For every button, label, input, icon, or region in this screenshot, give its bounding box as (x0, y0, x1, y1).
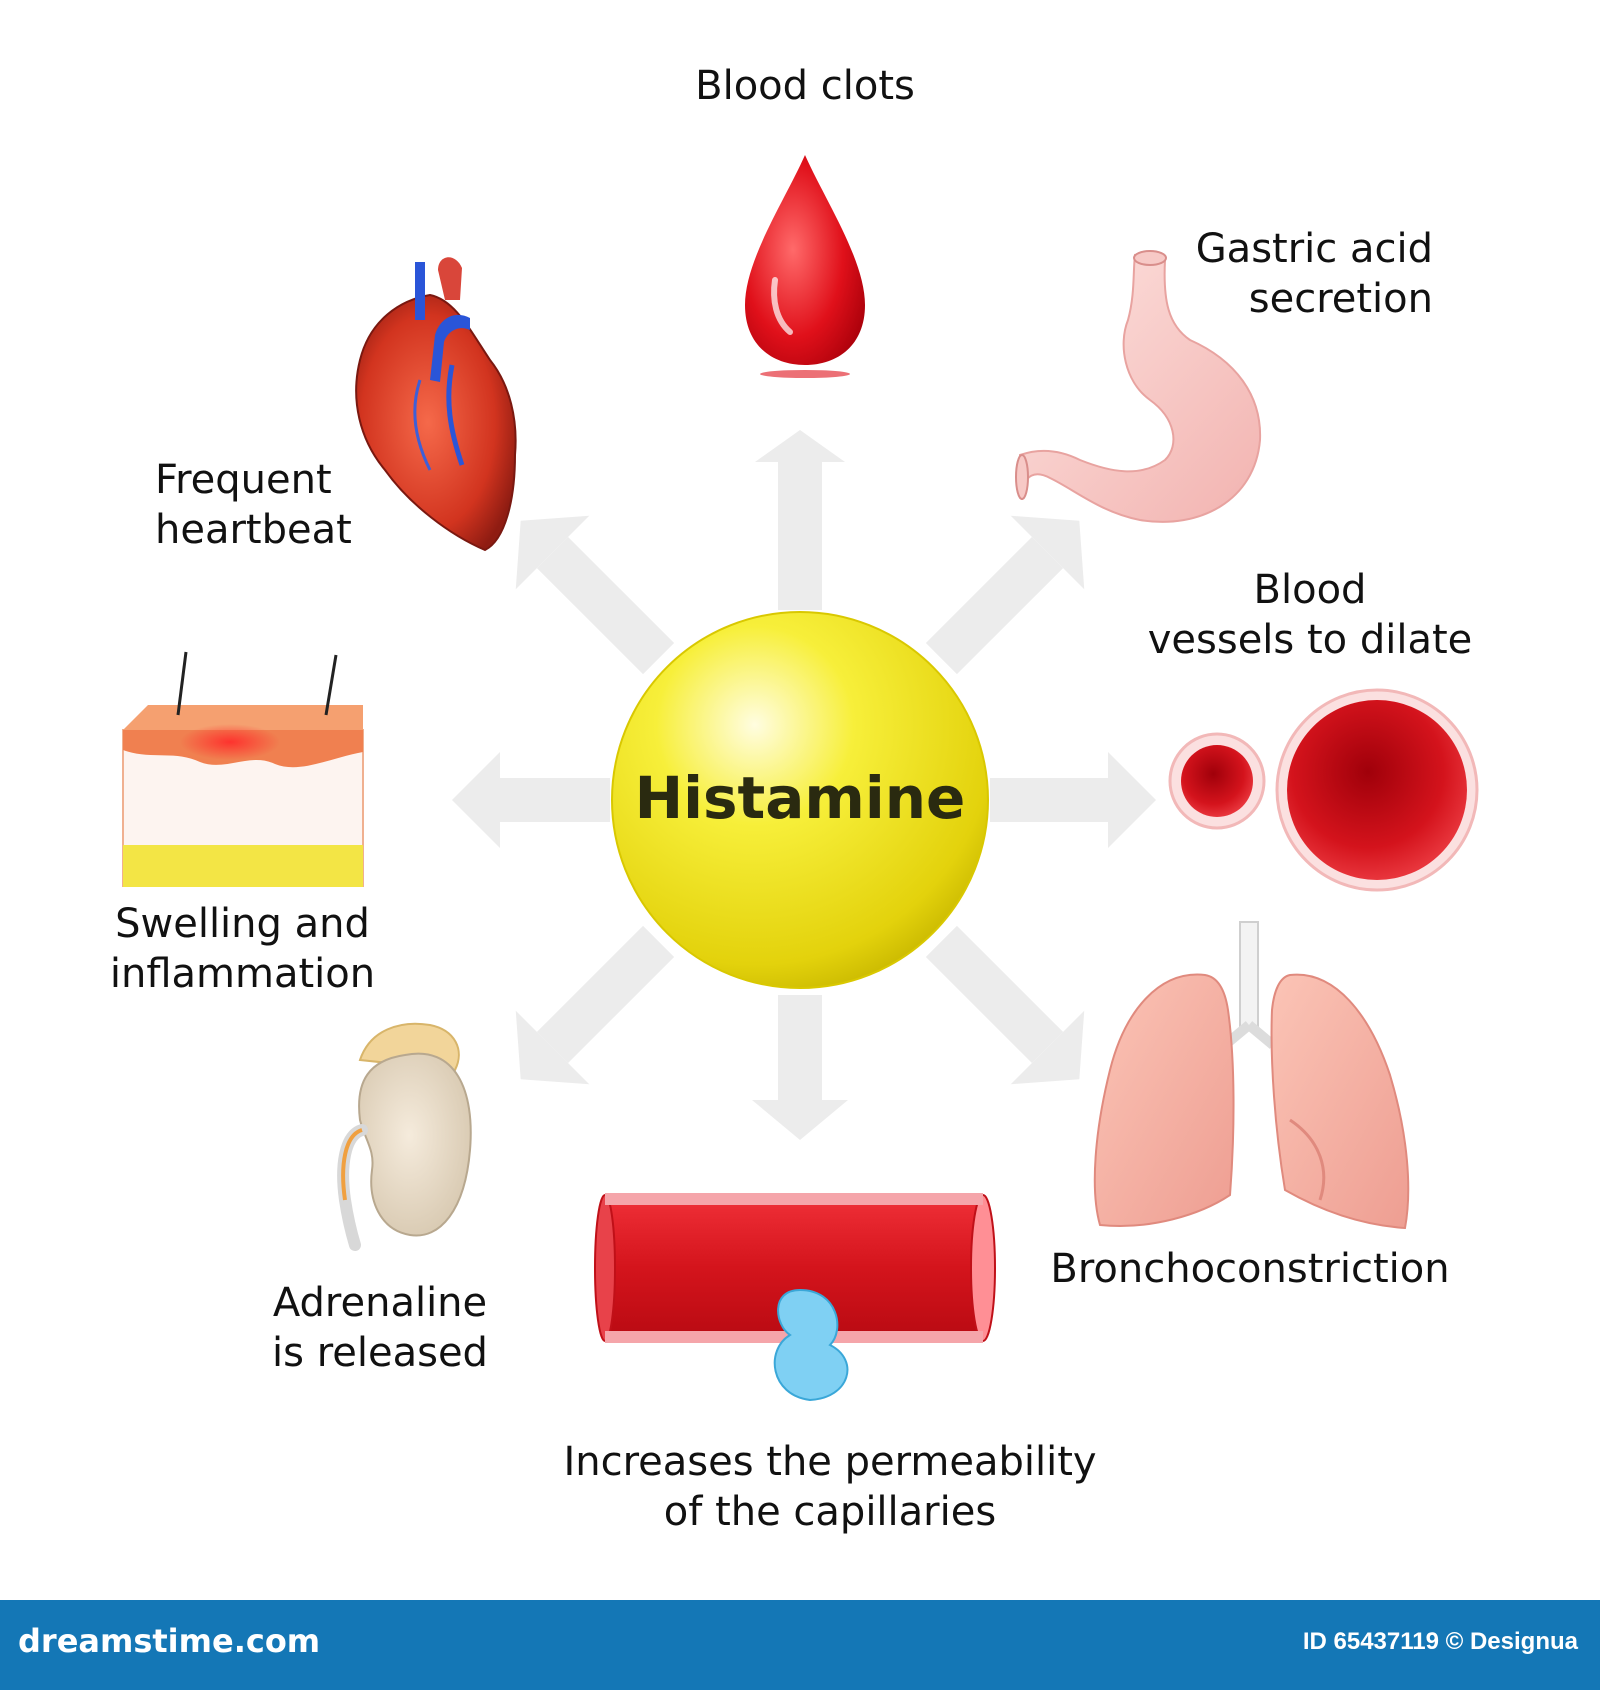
skin-section-icon (122, 651, 364, 887)
arrow-down-left (515, 925, 675, 1085)
histamine-sphere: Histamine (611, 611, 989, 989)
arrow-down (752, 995, 848, 1140)
label-heartbeat-line-1: Frequent (155, 457, 332, 503)
arrow-up-right (925, 515, 1085, 675)
label-blood-clots: Blood clots (695, 63, 915, 109)
stomach-icon (1015, 250, 1262, 523)
heart-icon (355, 257, 517, 552)
label-gastric-acid: Gastric acid secretion (1130, 224, 1433, 324)
footer-credit: ID 65437119 © Designua (1302, 1628, 1578, 1655)
arrow-left (452, 752, 610, 848)
arrow-right (990, 752, 1156, 848)
histamine-label: Histamine (635, 764, 966, 832)
label-adrenaline: Adrenaline is released (255, 1278, 505, 1378)
label-swelling-line-2: inflammation (109, 951, 376, 997)
capillary-icon (594, 1193, 996, 1402)
label-gastric-line-2: secretion (1248, 276, 1433, 322)
arrow-up (755, 430, 845, 610)
label-adrenaline-line-1: Adrenaline (272, 1280, 488, 1326)
label-swelling: Swelling and inflammation (95, 899, 390, 999)
label-adrenaline-line-2: is released (272, 1330, 488, 1376)
label-heartbeat-line-2: heartbeat (155, 507, 352, 553)
label-vessels-line-1: Blood (1253, 567, 1367, 613)
label-permeability-line-2: of the capillaries (663, 1489, 997, 1535)
label-vessels-line-2: vessels to dilate (1147, 617, 1473, 663)
footer-site-link[interactable]: dreamstime.com (18, 1622, 321, 1660)
label-heartbeat: Frequent heartbeat (155, 455, 385, 555)
label-permeability-line-1: Increases the permeability (563, 1439, 1097, 1485)
label-permeability: Increases the permeability of the capill… (550, 1437, 1110, 1537)
lungs-icon (1093, 921, 1410, 1230)
arrow-up-left (515, 515, 675, 675)
label-swelling-line-1: Swelling and (115, 901, 370, 947)
label-blood-vessels: Blood vessels to dilate (1125, 565, 1495, 665)
footer-bar: dreamstime.com ID 65437119 © Designua (0, 1600, 1600, 1690)
label-bronchoconstriction: Bronchoconstriction (1050, 1246, 1450, 1292)
blood-vessel-cross-section-icon (1168, 688, 1479, 892)
kidney-adrenal-icon (337, 1022, 472, 1251)
arrow-down-right (925, 925, 1085, 1085)
blood-drop-icon (745, 155, 865, 378)
label-gastric-line-1: Gastric acid (1195, 226, 1433, 272)
